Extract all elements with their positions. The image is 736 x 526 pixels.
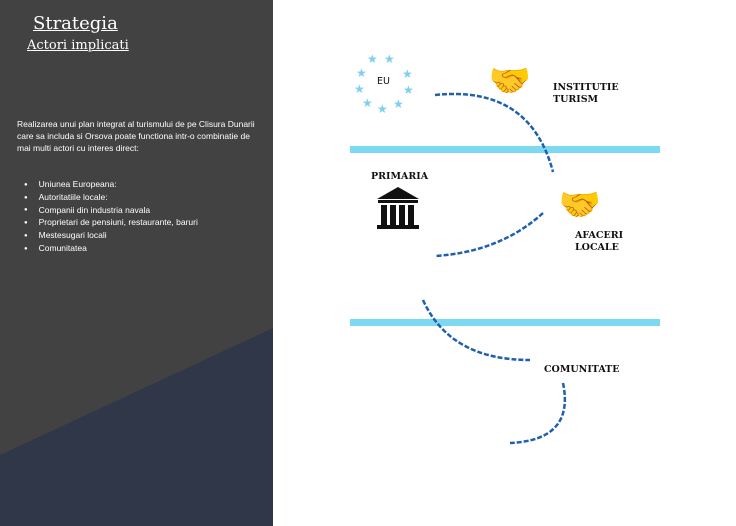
government-building-icon <box>377 187 419 229</box>
band-bottom <box>350 319 660 326</box>
list-item: Uniunea Europeana: <box>24 178 198 191</box>
svg-text:★: ★ <box>384 52 395 66</box>
handshake-icon: 🤝 <box>489 62 531 100</box>
page-subtitle: Actori implicati <box>27 38 129 53</box>
sidebar-panel: Strategia Actori implicati Realizarea un… <box>0 0 273 526</box>
svg-text:★: ★ <box>403 83 414 97</box>
svg-text:★: ★ <box>362 96 373 110</box>
arc-eu-afaceri <box>434 92 555 173</box>
eu-label: EU <box>377 76 390 87</box>
svg-text:★: ★ <box>356 66 367 80</box>
svg-text:★: ★ <box>354 82 365 96</box>
arc-afaceri-primaria <box>434 212 544 258</box>
navy-triangle <box>0 328 273 526</box>
comunitate-label: COMUNITATE <box>544 364 620 375</box>
actors-list: Uniunea Europeana: Autoritatiile locale:… <box>24 178 198 255</box>
svg-text:★: ★ <box>393 97 404 111</box>
arc-primaria-comunitate <box>421 299 531 362</box>
list-item: Mestesugari locali <box>24 229 198 242</box>
list-item: Comunitatea <box>24 242 198 255</box>
list-item: Autoritatiile locale: <box>24 191 198 204</box>
svg-text:★: ★ <box>367 52 378 66</box>
primaria-label: PRIMARIA <box>371 171 429 182</box>
svg-text:★: ★ <box>402 67 413 81</box>
eu-stars-icon: ★★★★ ★★★★★ <box>354 52 414 116</box>
list-item: Proprietari de pensiuni, restaurante, ba… <box>24 216 198 229</box>
list-item: Companii din industria navala <box>24 204 198 217</box>
intro-text: Realizarea unui plan integrat al turismu… <box>17 119 255 153</box>
svg-text:★: ★ <box>377 102 388 116</box>
page-title: Strategia <box>33 13 118 34</box>
arc-comunitate <box>509 382 567 445</box>
band-top <box>350 146 660 153</box>
handshake-icon: 🤝 <box>559 186 601 224</box>
